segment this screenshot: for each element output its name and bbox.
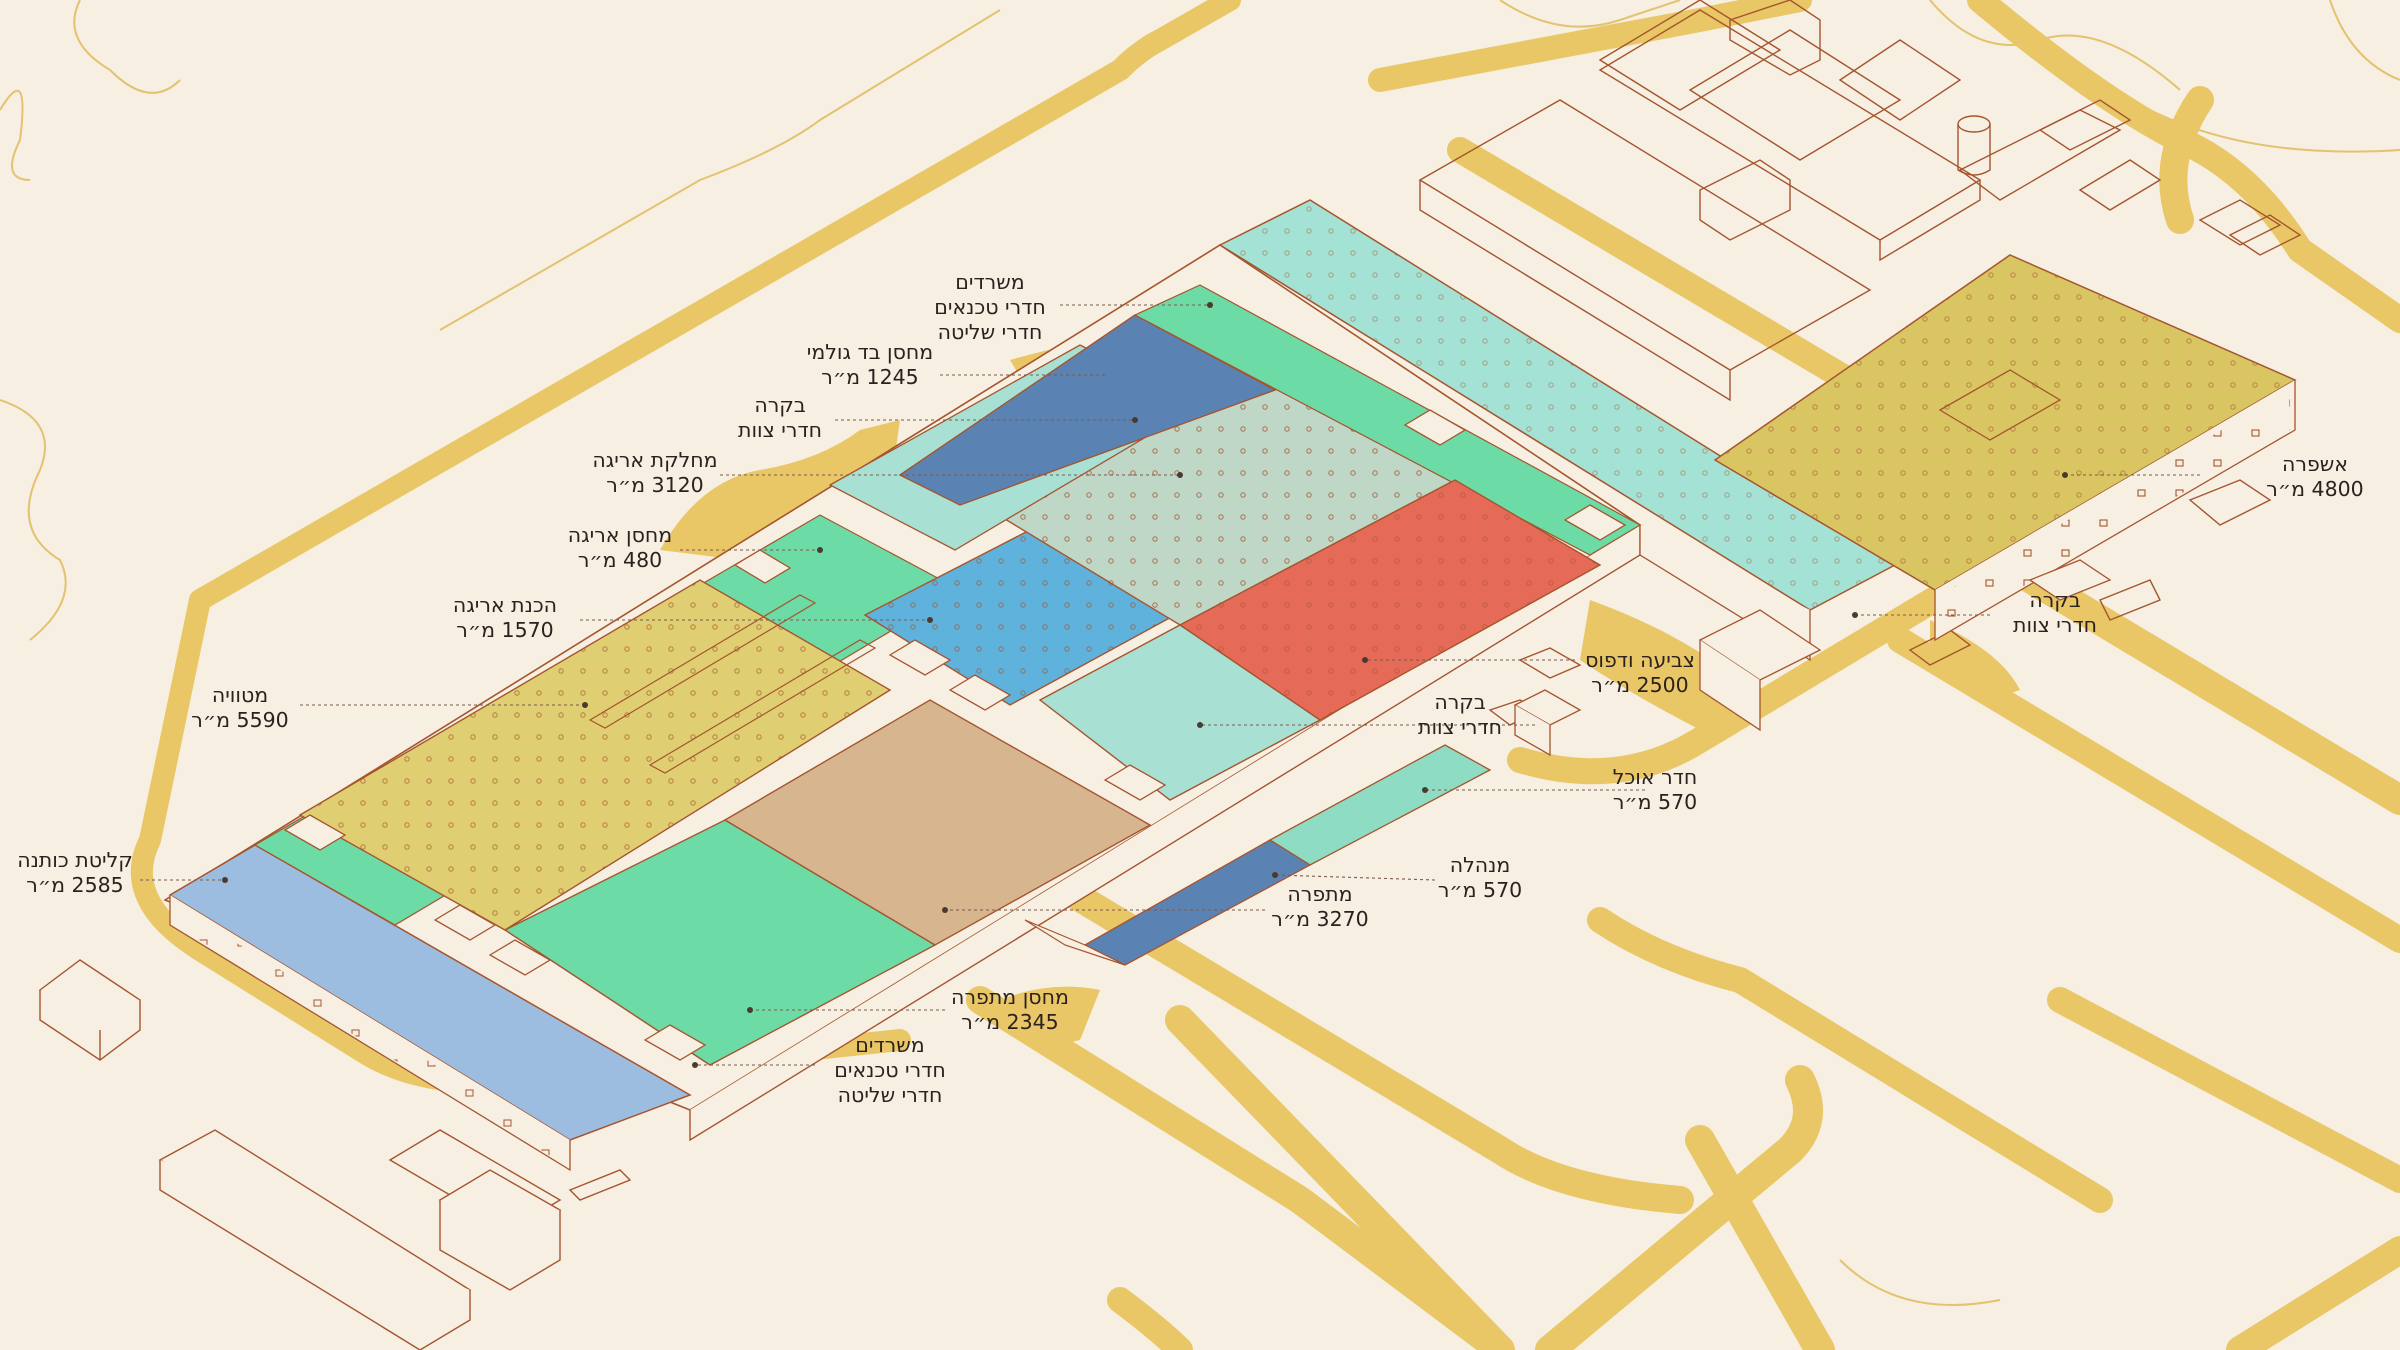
label-line: צביעה ודפוס (1585, 648, 1695, 672)
label-weaving-dept: מחלקת אריגה 3120 מ״ר (585, 448, 725, 498)
label-line: מתפרה (1287, 882, 1353, 906)
label-line: קליטת כותנה (17, 848, 133, 872)
label-line: חדר אוכל (1612, 765, 1698, 789)
label-qc-east: בקרה חדרי צוות (2000, 588, 2110, 638)
label-line: בקרה (754, 393, 806, 417)
label-line: חדרי צוות (737, 418, 823, 442)
label-line: 3120 מ״ר (606, 473, 704, 497)
label-line: מנהלה (1449, 853, 1511, 877)
label-line: 3270 מ״ר (1271, 907, 1369, 931)
label-line: 2500 מ״ר (1591, 673, 1689, 697)
label-rubber-warehouse: מחסן בד גולמי 1245 מ״ר (795, 340, 945, 390)
label-spinning: מטוויה 5590 מ״ר (180, 683, 300, 733)
label-cotton-intake: קליטת כותנה 2585 מ״ר (10, 848, 140, 898)
label-qc-center: בקרה חדרי צוות (1405, 690, 1515, 740)
label-line: משרדים (855, 1033, 925, 1057)
label-line: 4800 מ״ר (2266, 477, 2364, 501)
label-line: חדרי צוות (1417, 715, 1503, 739)
label-dining: חדר אוכל 570 מ״ר (1600, 765, 1710, 815)
label-line: חדרי שליטה (937, 320, 1043, 344)
label-finishing: אשפרה 4800 מ״ר (2260, 452, 2370, 502)
label-line: חדרי טכנאים (834, 1058, 946, 1082)
label-line: חדרי שליטה (837, 1083, 943, 1107)
south-outbuildings (38, 959, 632, 1350)
label-line: בקרה (1434, 690, 1486, 714)
leader-lines (140, 304, 2200, 1066)
label-line: חדרי טכנאים (934, 295, 1046, 319)
label-line: משרדים (955, 270, 1025, 294)
label-weaving-warehouse: מחסן אריגה 480 מ״ר (555, 523, 685, 573)
label-line: 1570 מ״ר (456, 618, 554, 642)
label-line: בקרה (2029, 588, 2081, 612)
label-management: מנהלה 570 מ״ר (1430, 853, 1530, 903)
label-line: מחסן אריגה (567, 523, 673, 547)
zone-rubber-warehouse (898, 314, 1277, 506)
label-line: מטוויה (211, 683, 269, 707)
label-dyeing: צביעה ודפוס 2500 מ״ר (1575, 648, 1705, 698)
label-line: הכנת אריגה (452, 593, 558, 617)
surrounding-buildings (1418, 0, 2302, 726)
label-line: מחסן מתפרה (951, 985, 1069, 1009)
label-line: אשפרה (2282, 452, 2348, 476)
label-line: מחלקת אריגה (592, 448, 718, 472)
label-line: 1245 מ״ר (821, 365, 919, 389)
label-offices-south: משרדים חדרי טכנאים חדרי שליטה (820, 1033, 960, 1108)
label-offices-north: משרדים חדרי טכנאים חדרי שליטה (920, 270, 1060, 345)
label-line: מחסן בד גולמי (806, 340, 934, 364)
label-line: חדרי צוות (2012, 613, 2098, 637)
label-sewing-warehouse: מחסן מתפרה 2345 מ״ר (945, 985, 1075, 1035)
zone-sewing (723, 699, 1152, 946)
label-qc-north: בקרה חדרי צוות (725, 393, 835, 443)
label-sewing: מתפרה 3270 מ״ר (1265, 882, 1375, 932)
label-line: 2585 מ״ר (26, 873, 124, 897)
factory-complex (163, 199, 2297, 1172)
label-line: 480 מ״ר (577, 548, 663, 572)
label-weaving-prep: הכנת אריגה 1570 מ״ר (440, 593, 570, 643)
label-line: 5590 מ״ר (191, 708, 289, 732)
leader-arrows (222, 302, 2068, 1068)
label-line: 2345 מ״ר (961, 1010, 1059, 1034)
label-line: 570 מ״ר (1437, 878, 1523, 902)
label-line: 570 מ״ר (1612, 790, 1698, 814)
